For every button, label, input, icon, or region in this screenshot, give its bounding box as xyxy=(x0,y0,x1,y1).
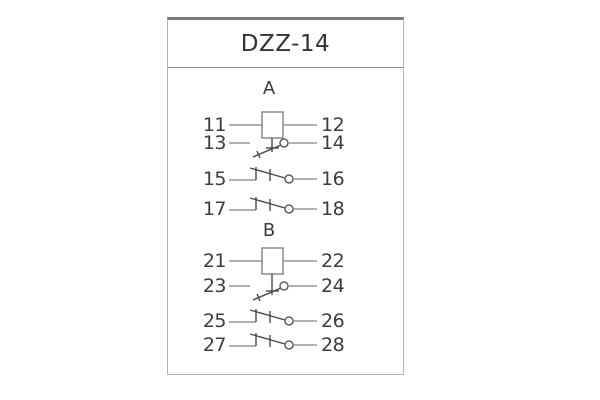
panel-title-bar: DZZ-14 xyxy=(168,20,403,68)
panel-title: DZZ-14 xyxy=(240,30,331,57)
relay-diagram-panel: DZZ-14 xyxy=(167,17,404,375)
